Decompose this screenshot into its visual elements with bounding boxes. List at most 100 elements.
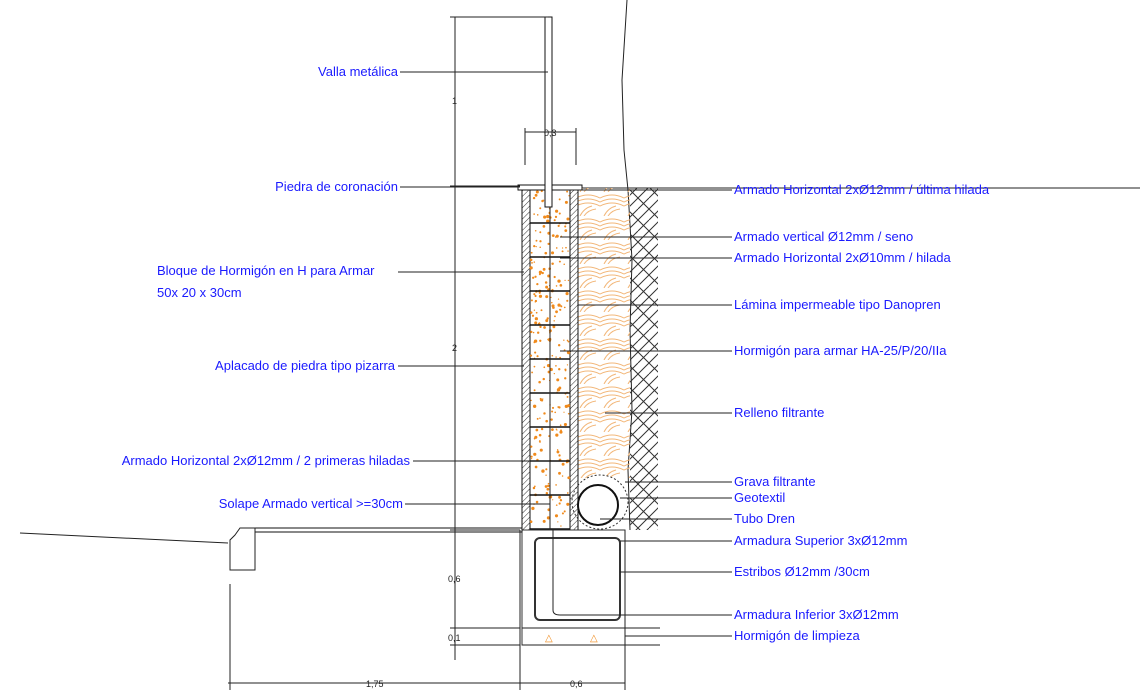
concrete-dot: [535, 500, 539, 504]
concrete-dot: [531, 261, 533, 264]
concrete-dot: [558, 471, 561, 475]
concrete-dot: [538, 433, 542, 437]
concrete-dot: [534, 193, 538, 197]
concrete-dot: [535, 311, 538, 314]
concrete-dot: [546, 487, 550, 491]
concrete-dot: [551, 251, 555, 255]
concrete-dot: [530, 455, 533, 458]
concrete-dot: [558, 454, 561, 457]
concrete-dot: [560, 305, 563, 308]
concrete-dot: [557, 298, 560, 300]
concrete-dot: [559, 498, 563, 502]
concrete-dot: [555, 234, 559, 238]
label-top-rebar: Armadura Superior 3xØ12mm: [734, 533, 907, 548]
dim-wall-height: 2: [452, 343, 457, 353]
concrete-dot: [557, 303, 561, 307]
concrete-dot: [558, 368, 561, 371]
concrete-dot: [539, 325, 542, 329]
concrete-dot: [563, 339, 565, 341]
concrete-dot: [530, 445, 533, 448]
label-stirrups: Estribos Ø12mm /30cm: [734, 564, 870, 579]
curb: [229, 527, 256, 571]
concrete-dot: [543, 366, 546, 369]
concrete-dot: [558, 260, 561, 263]
concrete-dot: [566, 492, 569, 494]
concrete-dot: [551, 406, 555, 409]
concrete-dot: [534, 229, 537, 232]
concrete-dot: [535, 428, 539, 432]
concrete-dot: [547, 338, 550, 342]
concrete-dot: [558, 495, 561, 499]
concrete-dot: [542, 267, 546, 271]
label-overlap: Solape Armado vertical >=30cm: [219, 496, 403, 511]
concrete-dot: [561, 462, 565, 466]
concrete-dot: [566, 502, 570, 506]
concrete-dot: [567, 476, 571, 480]
concrete-dot: [540, 309, 543, 312]
concrete-dot: [567, 279, 570, 282]
concrete-dot: [539, 417, 541, 419]
concrete-dot: [558, 212, 561, 215]
dimension-lines: [228, 16, 625, 684]
concrete-dot: [559, 430, 563, 434]
concrete-dot: [558, 386, 562, 390]
concrete-dot: [559, 356, 562, 359]
stone-cladding: [521, 189, 531, 531]
concrete-dot: [542, 519, 546, 523]
label-vertical-rebar: Armado vertical Ø12mm / seno: [734, 229, 913, 244]
concrete-dot: [566, 395, 569, 398]
concrete-dot: [555, 365, 557, 367]
label-fill: Relleno filtrante: [734, 405, 824, 420]
label-geotextile: Geotextil: [734, 490, 785, 505]
concrete-dot: [557, 343, 561, 347]
concrete-dot: [551, 410, 554, 413]
label-membrane: Lámina impermeable tipo Danopren: [734, 297, 941, 312]
concrete-dot: [531, 506, 535, 511]
concrete-dot: [530, 299, 533, 302]
label-lean-concrete: Hormigón de limpieza: [734, 628, 860, 643]
concrete-dot: [536, 417, 539, 420]
dim-lean-height: 0,1: [448, 633, 461, 643]
label-horiz-last: Armado Horizontal 2xØ12mm / última hilad…: [734, 182, 990, 197]
concrete-dot: [556, 450, 560, 454]
concrete-dot: [551, 301, 553, 304]
concrete-dot: [536, 214, 539, 216]
concrete-dot: [533, 309, 536, 311]
concrete-dot: [539, 240, 542, 243]
concrete-dot: [564, 229, 568, 233]
concrete-dot: [552, 325, 556, 329]
concrete-dot: [546, 219, 550, 223]
concrete-dot: [554, 215, 558, 219]
concrete-dot: [545, 285, 549, 289]
left-leaders: [398, 71, 550, 505]
concrete-dot: [553, 372, 556, 375]
concrete-dot: [564, 369, 567, 372]
concrete-dot: [564, 404, 569, 409]
concrete-dot: [545, 474, 547, 476]
concrete-dot: [558, 502, 561, 505]
concrete-dot: [546, 516, 550, 520]
concrete-dot: [542, 199, 545, 201]
concrete-dot: [550, 418, 553, 421]
concrete-dot: [559, 424, 562, 427]
concrete-dot: [532, 331, 535, 334]
concrete-dot: [533, 452, 537, 456]
concrete-dot: [534, 351, 537, 354]
concrete-dot: [565, 292, 569, 296]
label-drain: Tubo Dren: [734, 511, 795, 526]
concrete-dot: [557, 279, 561, 283]
label-fence: Valla metálica: [318, 64, 399, 79]
concrete-dot: [566, 339, 569, 342]
concrete-dot: [542, 377, 545, 381]
concrete-dot: [533, 261, 536, 263]
footing: [521, 529, 626, 646]
concrete-dot: [550, 296, 552, 299]
concrete-dot: [566, 190, 569, 193]
concrete-dot: [532, 404, 537, 408]
concrete-dot: [541, 271, 544, 275]
label-block: Bloque de Hormigón en H para Armar: [157, 263, 375, 278]
concrete-dot: [533, 389, 536, 392]
concrete-dot: [531, 371, 534, 374]
concrete-dot: [566, 217, 570, 221]
label-block-size: 50x 20 x 30cm: [157, 285, 242, 300]
